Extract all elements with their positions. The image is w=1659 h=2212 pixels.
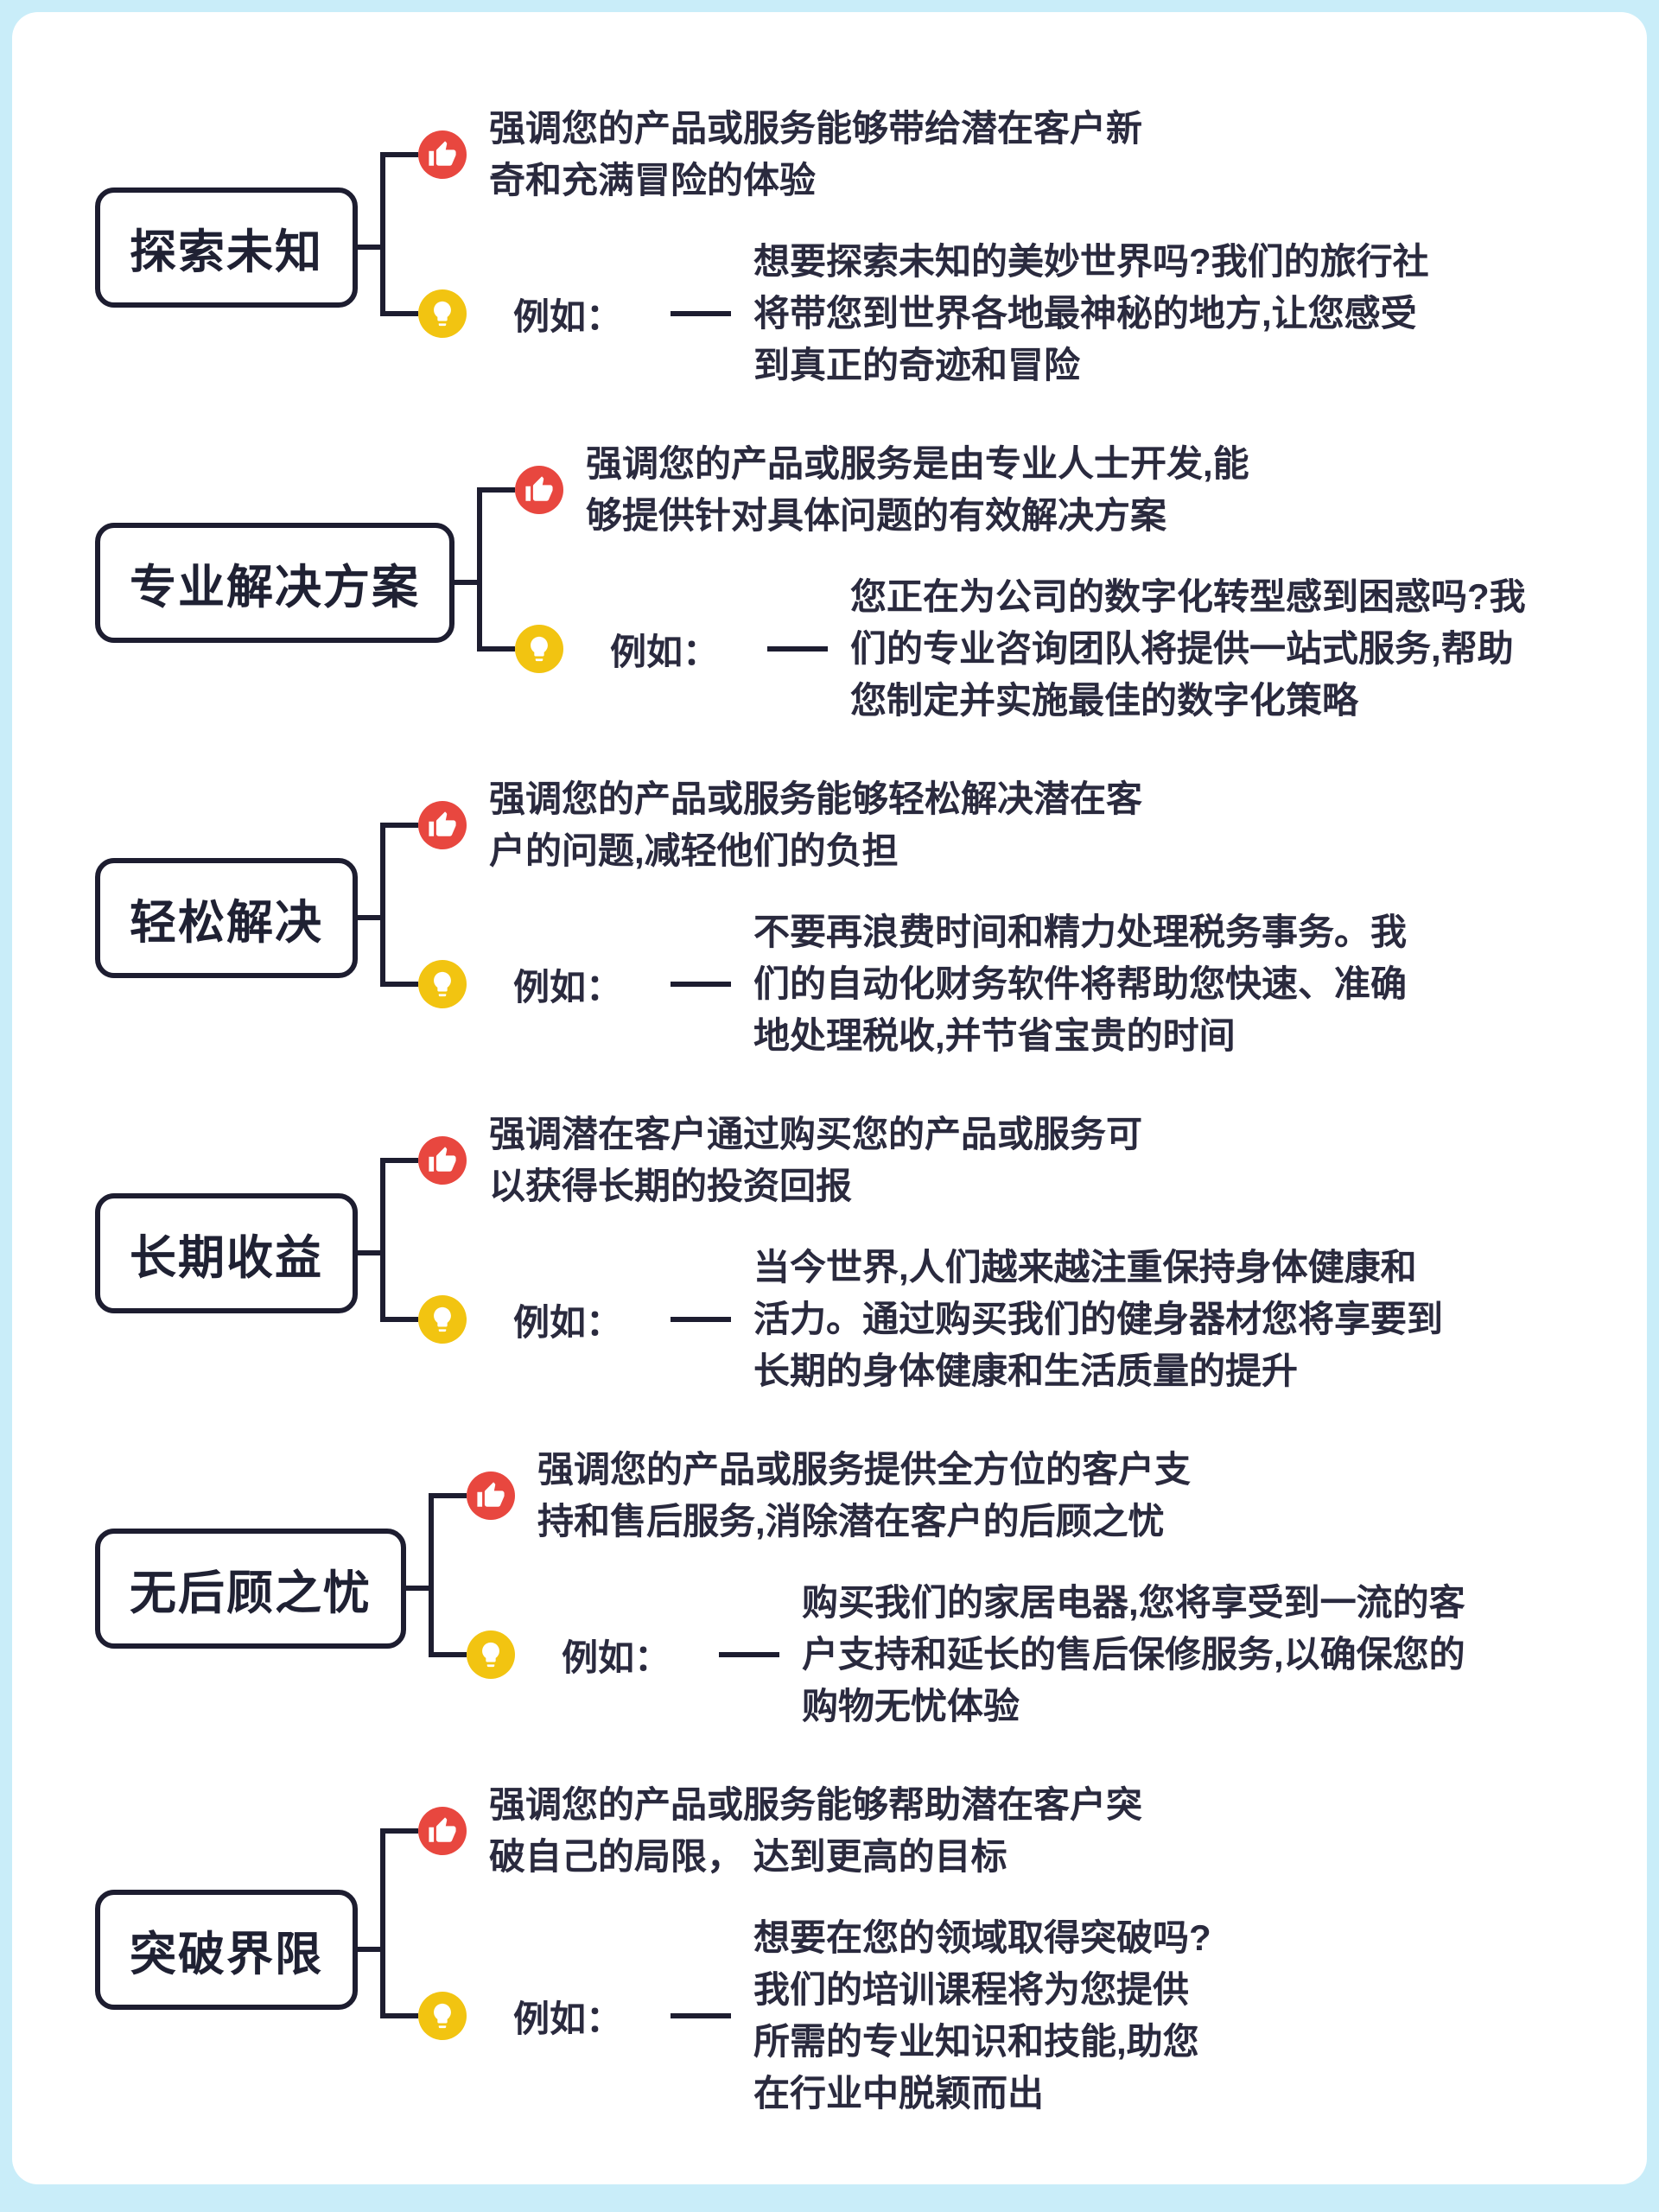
- topic-title: 突破界限: [130, 1928, 323, 1980]
- branch-connector-line: [477, 646, 515, 652]
- thumbs-up-icon: [418, 1807, 467, 1855]
- lightbulb-icon: [418, 289, 467, 338]
- advantage-text: 强调您的产品或服务是由专业人士开发,能 够提供针对具体问题的有效解决方案: [586, 443, 1249, 536]
- mindmap-branch: 突破界限 强调您的产品或服务能够帮助潜在客户突 破自己的局限， 达到更高的目标 …: [95, 1779, 1612, 2120]
- example-label: 例如：: [513, 296, 623, 337]
- advantage-row: 强调您的产品或服务能够帮助潜在客户突 破自己的局限， 达到更高的目标: [418, 1779, 1211, 1883]
- branch-connector-line: [380, 1317, 418, 1322]
- branch-connector-line: [380, 2013, 418, 2018]
- branch-connector-line: [358, 245, 385, 250]
- branch-connector-line: [429, 1493, 467, 1498]
- example-text: 购买我们的家居电器,您将享受到一流的客 户支持和延长的售后保修服务,以确保您的 …: [802, 1582, 1465, 1726]
- example-text: 当今世界,人们越来越注重保持身体健康和 活力。通过购买我们的健身器材您将享要到 …: [753, 1247, 1444, 1391]
- branch-connector-line: [406, 1586, 434, 1591]
- example-text: 想要在您的领域取得突破吗? 我们的培训课程将为您提供 所需的专业知识和技能,助您…: [753, 1917, 1211, 2113]
- lightbulb-icon: [515, 625, 563, 673]
- example-row: 例如： 当今世界,人们越来越注重保持身体健康和 活力。通过购买我们的健身器材您将…: [418, 1242, 1443, 1397]
- advantage-text: 强调您的产品或服务能够带给潜在客户新 奇和充满冒险的体验: [489, 108, 1143, 200]
- branch-connector-line: [477, 487, 482, 652]
- connector-dash: [767, 646, 829, 652]
- connector-dash: [671, 1317, 732, 1322]
- example-label: 例如：: [513, 1998, 623, 2039]
- topic-title: 无后顾之忧: [130, 1567, 372, 1619]
- mindmap-branch: 无后顾之忧 强调您的产品或服务提供全方位的客户支 持和售后服务,消除潜在客户的后…: [95, 1444, 1612, 1732]
- branch-connector-line: [380, 1828, 418, 1834]
- branch-connector-line: [380, 1828, 385, 2018]
- example-label: 例如：: [610, 631, 720, 672]
- thumbs-up-icon: [418, 1136, 467, 1185]
- lightbulb-icon: [467, 1630, 515, 1679]
- topic-title: 轻松解决: [130, 896, 323, 949]
- example-row: 例如： 不要再浪费时间和精力处理税务事务。我 们的自动化财务软件将帮助您快速、准…: [418, 906, 1407, 1062]
- mindmap-branch: 轻松解决 强调您的产品或服务能够轻松解决潜在客 户的问题,减轻他们的负担 例如：…: [95, 773, 1612, 1062]
- topic-node: 突破界限: [95, 1889, 358, 2010]
- example-text: 您正在为公司的数字化转型感到困惑吗?我 们的专业咨询团队将提供一站式服务,帮助 …: [850, 576, 1526, 721]
- example-text: 想要探索未知的美妙世界吗?我们的旅行社 将带您到世界各地最神秘的地方,让您感受 …: [753, 241, 1429, 385]
- connector-dash: [671, 2013, 732, 2018]
- branch-connector-line: [380, 823, 385, 987]
- connector-dash: [671, 982, 732, 987]
- thumbs-up-icon: [467, 1471, 515, 1520]
- example-row: 例如： 购买我们的家居电器,您将享受到一流的客 户支持和延长的售后保修服务,以确…: [467, 1577, 1465, 1732]
- topic-title: 专业解决方案: [130, 561, 420, 613]
- lightbulb-icon: [418, 960, 467, 1008]
- branch-connector-line: [380, 311, 418, 316]
- thumbs-up-icon: [418, 801, 467, 849]
- lightbulb-icon: [418, 1992, 467, 2040]
- branch-connector-line: [358, 1947, 385, 1952]
- advantage-row: 强调您的产品或服务是由专业人士开发,能 够提供针对具体问题的有效解决方案: [515, 438, 1526, 542]
- advantage-row: 强调潜在客户通过购买您的产品或服务可 以获得长期的投资回报: [418, 1109, 1443, 1212]
- branch-connector-line: [380, 1158, 385, 1322]
- topic-node: 轻松解决: [95, 857, 358, 978]
- connector-dash: [671, 311, 732, 316]
- topic-node: 专业解决方案: [95, 522, 454, 643]
- connector-dash: [719, 1652, 780, 1657]
- topic-title: 长期收益: [130, 1231, 323, 1284]
- mindmap-branch: 专业解决方案 强调您的产品或服务是由专业人士开发,能 够提供针对具体问题的有效解…: [95, 438, 1612, 727]
- example-label: 例如：: [513, 1301, 623, 1343]
- advantage-text: 强调潜在客户通过购买您的产品或服务可 以获得长期的投资回报: [489, 1114, 1143, 1206]
- branch-connector-line: [429, 1493, 434, 1657]
- branch-connector-line: [358, 915, 385, 920]
- thumbs-up-icon: [418, 130, 467, 179]
- advantage-row: 强调您的产品或服务能够轻松解决潜在客 户的问题,减轻他们的负担: [418, 773, 1407, 877]
- advantage-text: 强调您的产品或服务能够帮助潜在客户突 破自己的局限， 达到更高的目标: [489, 1784, 1143, 1877]
- example-row: 例如： 想要探索未知的美妙世界吗?我们的旅行社 将带您到世界各地最神秘的地方,让…: [418, 236, 1429, 391]
- advantage-text: 强调您的产品或服务能够轻松解决潜在客 户的问题,减轻他们的负担: [489, 779, 1143, 871]
- branch-connector-line: [380, 982, 418, 987]
- topic-node: 无后顾之忧: [95, 1528, 406, 1649]
- branch-connector-line: [454, 580, 482, 585]
- thumbs-up-icon: [515, 466, 563, 514]
- branch-connector-line: [380, 152, 418, 157]
- topic-title: 探索未知: [130, 226, 323, 278]
- branch-connector-line: [429, 1652, 467, 1657]
- example-text: 不要再浪费时间和精力处理税务事务。我 们的自动化财务软件将帮助您快速、准确 地处…: [753, 912, 1408, 1056]
- branch-connector-line: [380, 823, 418, 828]
- example-row: 例如： 您正在为公司的数字化转型感到困惑吗?我 们的专业咨询团队将提供一站式服务…: [515, 571, 1526, 727]
- advantage-row: 强调您的产品或服务提供全方位的客户支 持和售后服务,消除潜在客户的后顾之忧: [467, 1444, 1465, 1548]
- branch-connector-line: [380, 152, 385, 316]
- branch-connector-line: [358, 1250, 385, 1255]
- branch-connector-line: [380, 1158, 418, 1163]
- topic-node: 长期收益: [95, 1192, 358, 1313]
- topic-node: 探索未知: [95, 187, 358, 308]
- example-label: 例如：: [562, 1637, 671, 1678]
- branch-connector-line: [477, 487, 515, 493]
- canvas-card: 探索未知 强调您的产品或服务能够带给潜在客户新 奇和充满冒险的体验 例如： 想要…: [12, 12, 1647, 2184]
- lightbulb-icon: [418, 1295, 467, 1344]
- advantage-text: 强调您的产品或服务提供全方位的客户支 持和售后服务,消除潜在客户的后顾之忧: [537, 1449, 1192, 1541]
- mindmap-branch: 探索未知 强调您的产品或服务能够带给潜在客户新 奇和充满冒险的体验 例如： 想要…: [95, 103, 1612, 391]
- mindmap-branch: 长期收益 强调潜在客户通过购买您的产品或服务可 以获得长期的投资回报 例如： 当…: [95, 1109, 1612, 1397]
- example-row: 例如： 想要在您的领域取得突破吗? 我们的培训课程将为您提供 所需的专业知识和技…: [418, 1912, 1211, 2120]
- example-label: 例如：: [513, 966, 623, 1007]
- advantage-row: 强调您的产品或服务能够带给潜在客户新 奇和充满冒险的体验: [418, 103, 1429, 207]
